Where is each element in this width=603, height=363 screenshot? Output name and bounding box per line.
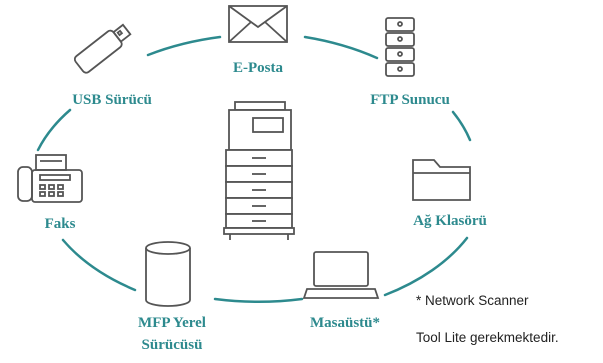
arc-ftp-folder (451, 110, 472, 142)
label-desktop: Masaüstü* (309, 315, 381, 331)
arc-email-ftp (303, 35, 379, 60)
storage-cylinder-icon (145, 241, 191, 307)
usb-drive-icon (73, 23, 132, 74)
mfp-printer-icon (223, 101, 295, 240)
connector-ring (36, 35, 472, 304)
label-mfp-local-drive: MFP Yerel Sürücüsü (138, 312, 206, 356)
label-mfp-line1: MFP Yerel (138, 315, 206, 331)
label-mfp-line2: Sürücüsü (141, 337, 203, 353)
folder-icon (412, 159, 471, 201)
label-ftp-server: FTP Sunucu (370, 92, 450, 108)
arc-fax-usb (36, 108, 72, 152)
label-email: E-Posta (233, 60, 283, 76)
label-fax: Faks (44, 216, 76, 232)
label-usb-drive: USB Sürücü (72, 92, 152, 108)
footnote-line1: * Network Scanner (416, 293, 529, 308)
arc-desktop-mfp (213, 297, 304, 304)
arc-folder-desktop (383, 236, 469, 297)
arc-usb-email (146, 35, 222, 57)
arc-mfp-fax (61, 238, 137, 292)
laptop-icon (302, 251, 380, 299)
footnote-line2: Tool Lite gerekmektedir. (416, 330, 559, 345)
server-icon (385, 17, 415, 77)
envelope-icon (228, 5, 288, 43)
label-network-folder: Ağ Klasörü (413, 213, 487, 229)
fax-machine-icon (17, 154, 83, 203)
